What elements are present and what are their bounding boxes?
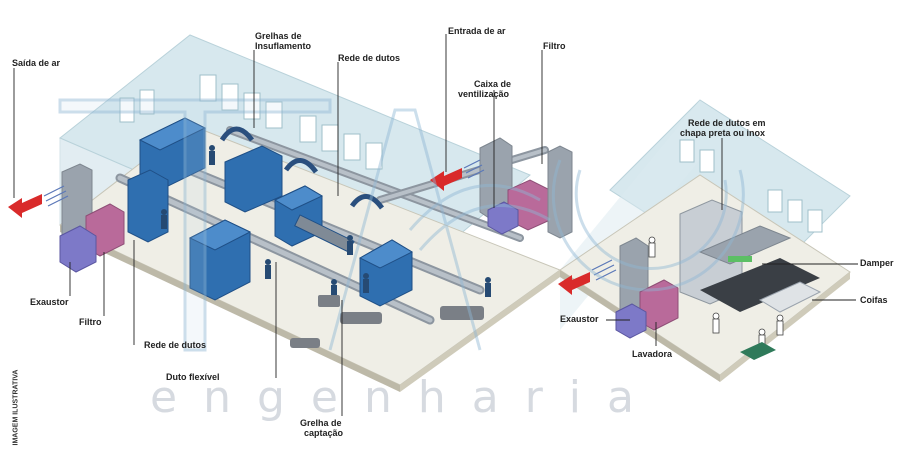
label-rede-de-dutos-bottom: Rede de dutos	[144, 340, 207, 350]
label-coifas: Coifas	[860, 295, 888, 305]
watermark-subtitle: engenharia	[150, 372, 660, 423]
label-grelhas-insuflamento-line2: Insuflamento	[255, 41, 312, 51]
label-exaustor-right: Exaustor	[560, 314, 599, 324]
leader-lines	[13, 34, 858, 416]
supply-grilles	[219, 126, 385, 210]
kitchen-hood-ducts	[615, 199, 822, 339]
kitchen-cart	[740, 342, 776, 360]
label-caixa-ventilacao-line1: Caixa de	[474, 79, 512, 89]
outlet-arrow	[8, 194, 42, 218]
left-exhaust-system	[59, 163, 125, 273]
label-rede-dutos-chapa-line2: chapa preta ou inox	[680, 128, 766, 138]
factory-floor-edge	[60, 225, 400, 392]
label-entrada-de-ar: Entrada de ar	[448, 26, 506, 36]
label-rede-dutos-chapa-line1: Rede de dutos em	[688, 118, 766, 128]
label-grelha-captacao-line1: Grelha de	[300, 418, 342, 428]
kitchen-windows	[679, 139, 823, 233]
parts-carts	[290, 295, 484, 348]
label-caixa-ventilacao-line2: ventilização	[458, 89, 510, 99]
inlet-arrow	[430, 168, 462, 191]
label-duto-flexivel: Duto flexível	[166, 372, 220, 382]
label-saida-de-ar: Saída de ar	[12, 58, 61, 68]
label-damper: Damper	[860, 258, 894, 268]
factory-windows	[119, 74, 383, 170]
label-lavadora: Lavadora	[632, 349, 673, 359]
label-grelha-captacao-line2: captação	[304, 428, 344, 438]
supply-air-handler	[479, 137, 573, 239]
label-grelhas-insuflamento-line1: Grelhas de	[255, 31, 302, 41]
illustrative-image-note: IMAGEM ILUSTRATIVA	[12, 369, 20, 446]
air-flow-arrows	[8, 159, 617, 295]
label-rede-de-dutos-top: Rede de dutos	[338, 53, 401, 63]
label-filtro-left: Filtro	[79, 317, 102, 327]
label-exaustor-left: Exaustor	[30, 297, 69, 307]
workers	[161, 145, 491, 299]
tac-logo-watermark	[58, 98, 745, 352]
kitchen-outlet-arrow	[558, 272, 590, 295]
label-filtro-top: Filtro	[543, 41, 566, 51]
